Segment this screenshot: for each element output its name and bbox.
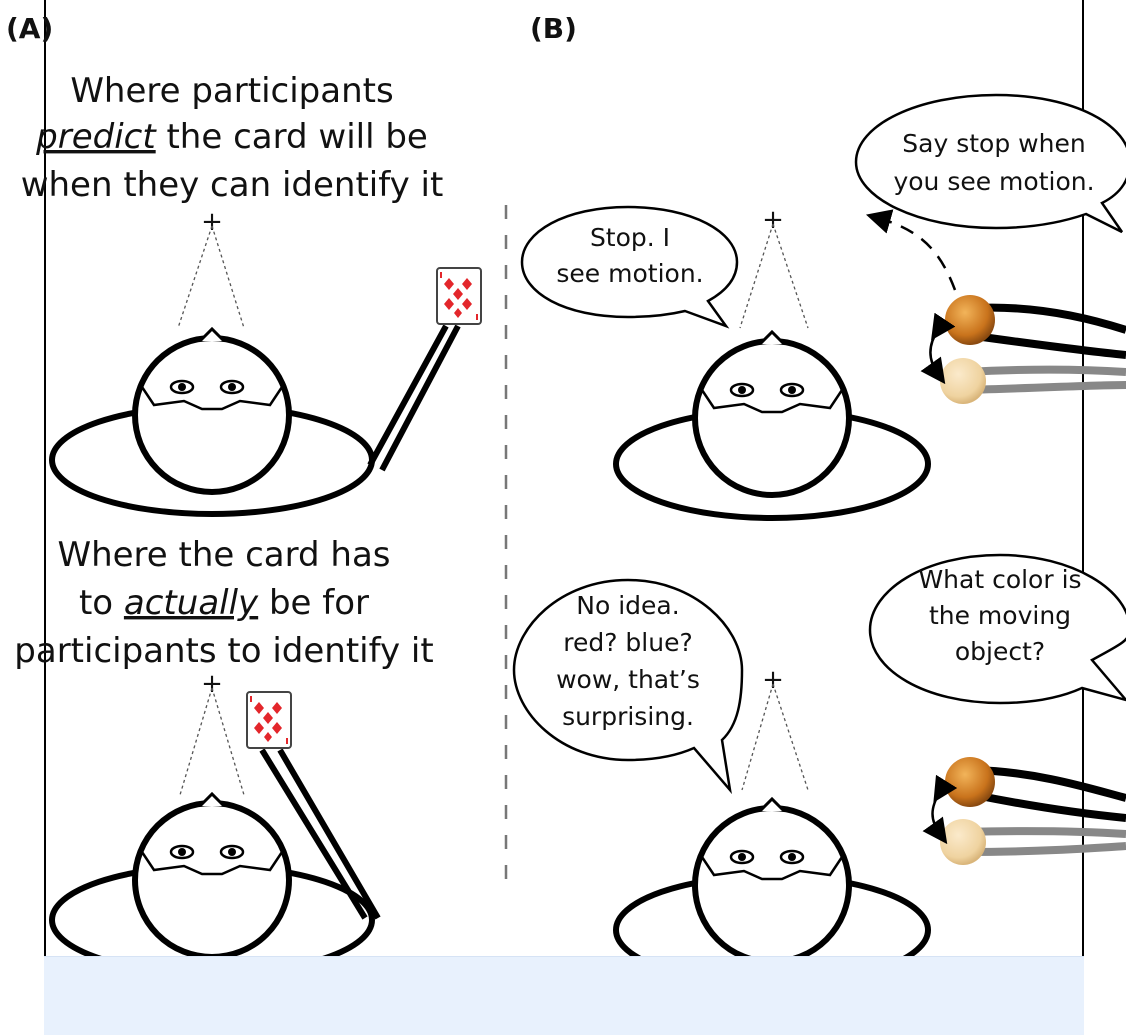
caption-a-bottom-line-3: participants to identify it: [14, 631, 433, 671]
caption-a-emphasis-actually: actually: [124, 583, 259, 623]
footer-panel: [44, 956, 1084, 1035]
bubble-text-line: No idea.: [576, 591, 679, 620]
bubble-text-line: you see motion.: [893, 167, 1094, 196]
moving-object-top: [931, 295, 1126, 404]
fixation-cross: +: [762, 665, 784, 695]
bubble-text-line: the moving: [929, 601, 1071, 630]
bubble-text-line: wow, that’s: [556, 665, 700, 694]
bubble-text-line: see motion.: [556, 259, 703, 288]
bubble-text-line: red? blue?: [563, 628, 693, 657]
playing-card-icon: [437, 268, 481, 324]
moving-object-bottom: [933, 757, 1126, 865]
bubble-text-line: Stop. I: [590, 223, 670, 252]
caption-a-top-line-2-rest: the card will be: [156, 117, 428, 157]
speech-bubble-experimenter-bottom: What color is the moving object?: [870, 555, 1126, 703]
swap-arrow-icon: [933, 792, 941, 834]
speech-bubble-experimenter-top: Say stop when you see motion.: [856, 95, 1126, 232]
panel-label-b: (B): [530, 12, 577, 45]
caption-a-bottom-line-2: to actually be for: [79, 583, 369, 623]
fixation-cross: +: [762, 205, 784, 235]
observer-a-top: +: [52, 207, 481, 514]
caption-a-top-line-1: Where participants: [70, 71, 393, 111]
panel-label-a: (A): [6, 12, 53, 45]
caption-a-bottom-line-2-end: be for: [258, 583, 369, 623]
fixation-cross: +: [201, 669, 223, 699]
bubble-text-line: object?: [955, 637, 1045, 666]
caption-a-top-line-2: predict the card will be: [35, 117, 428, 157]
caption-a-emphasis-predict: predict: [35, 117, 157, 157]
pale-ball-icon: [940, 819, 986, 865]
orange-ball-icon: [945, 295, 995, 345]
caption-a-bottom-line-2-start: to: [79, 583, 124, 623]
caption-a-top-line-3: when they can identify it: [21, 165, 444, 205]
speech-bubble-observer-top: Stop. I see motion.: [522, 207, 737, 326]
pale-ball-icon: [940, 358, 986, 404]
speech-bubble-observer-bottom: No idea. red? blue? wow, that’s surprisi…: [514, 580, 742, 790]
bubble-text-line: What color is: [918, 565, 1081, 594]
motion-path-arrow: [878, 218, 955, 290]
fixation-cross: +: [201, 207, 223, 237]
swap-arrow-icon: [931, 330, 939, 374]
bubble-text-line: Say stop when: [902, 129, 1085, 158]
observer-a-bottom: +: [52, 669, 378, 974]
bubble-text-line: surprising.: [562, 702, 694, 731]
playing-card-icon: [247, 692, 291, 748]
caption-a-bottom-line-1: Where the card has: [57, 535, 390, 575]
orange-ball-icon: [945, 757, 995, 807]
